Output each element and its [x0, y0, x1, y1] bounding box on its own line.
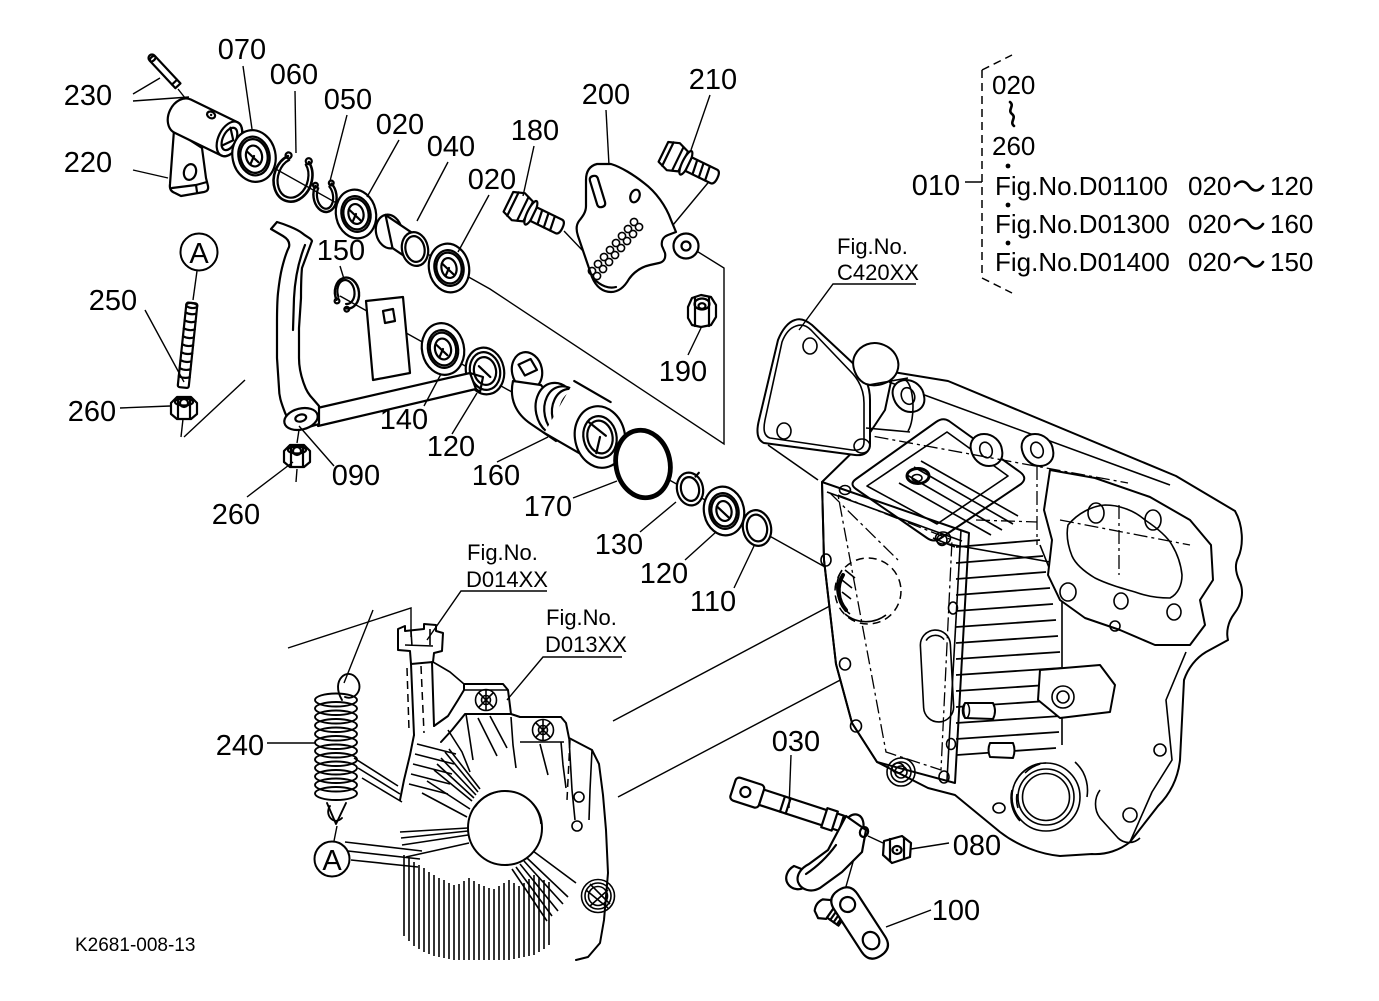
svg-text:D014XX: D014XX — [466, 567, 548, 592]
svg-text:050: 050 — [324, 84, 372, 116]
svg-text:190: 190 — [659, 356, 707, 388]
svg-text:140: 140 — [380, 404, 428, 436]
svg-text:060: 060 — [270, 59, 318, 91]
svg-text:160: 160 — [1270, 209, 1313, 239]
svg-text:150: 150 — [1270, 247, 1313, 277]
svg-text:020: 020 — [376, 109, 424, 141]
svg-text:220: 220 — [64, 147, 112, 179]
svg-text:C420XX: C420XX — [837, 260, 919, 285]
svg-text:200: 200 — [582, 79, 630, 111]
svg-text:160: 160 — [472, 460, 520, 492]
svg-text:020: 020 — [1188, 247, 1231, 277]
svg-text:Fig.No.: Fig.No. — [546, 605, 617, 630]
svg-text:070: 070 — [218, 34, 266, 66]
svg-text:100: 100 — [932, 895, 980, 927]
svg-text:230: 230 — [64, 80, 112, 112]
svg-text:120: 120 — [1270, 171, 1313, 201]
svg-text:Fig.No.: Fig.No. — [837, 234, 908, 259]
svg-text:080: 080 — [953, 830, 1001, 862]
svg-text:Fig.No.: Fig.No. — [467, 540, 538, 565]
svg-text:020: 020 — [468, 164, 516, 196]
svg-text:260: 260 — [212, 499, 260, 531]
svg-text:Fig.No.D01300: Fig.No.D01300 — [995, 209, 1170, 239]
svg-text:090: 090 — [332, 460, 380, 492]
svg-text:210: 210 — [689, 64, 737, 96]
svg-text:030: 030 — [772, 726, 820, 758]
svg-text:110: 110 — [690, 586, 736, 618]
svg-text:130: 130 — [595, 529, 643, 561]
svg-text:180: 180 — [511, 115, 559, 147]
svg-text:170: 170 — [524, 491, 572, 523]
svg-text:150: 150 — [317, 235, 365, 267]
svg-text:020: 020 — [1188, 209, 1231, 239]
svg-text:010: 010 — [912, 170, 960, 202]
svg-text:A: A — [322, 845, 342, 877]
svg-text:120: 120 — [640, 558, 688, 590]
svg-text:250: 250 — [89, 285, 137, 317]
svg-text:D013XX: D013XX — [545, 632, 627, 657]
svg-text:020: 020 — [992, 70, 1035, 100]
svg-text:020: 020 — [1188, 171, 1231, 201]
svg-text:260: 260 — [992, 131, 1035, 161]
svg-text:240: 240 — [216, 730, 264, 762]
svg-text:120: 120 — [427, 431, 475, 463]
svg-text:260: 260 — [68, 396, 116, 428]
svg-text:Fig.No.D01100: Fig.No.D01100 — [995, 171, 1168, 201]
svg-text:A: A — [189, 238, 209, 270]
svg-text:K2681-008-13: K2681-008-13 — [75, 935, 195, 956]
svg-text:Fig.No.D01400: Fig.No.D01400 — [995, 247, 1170, 277]
svg-text:040: 040 — [427, 131, 475, 163]
